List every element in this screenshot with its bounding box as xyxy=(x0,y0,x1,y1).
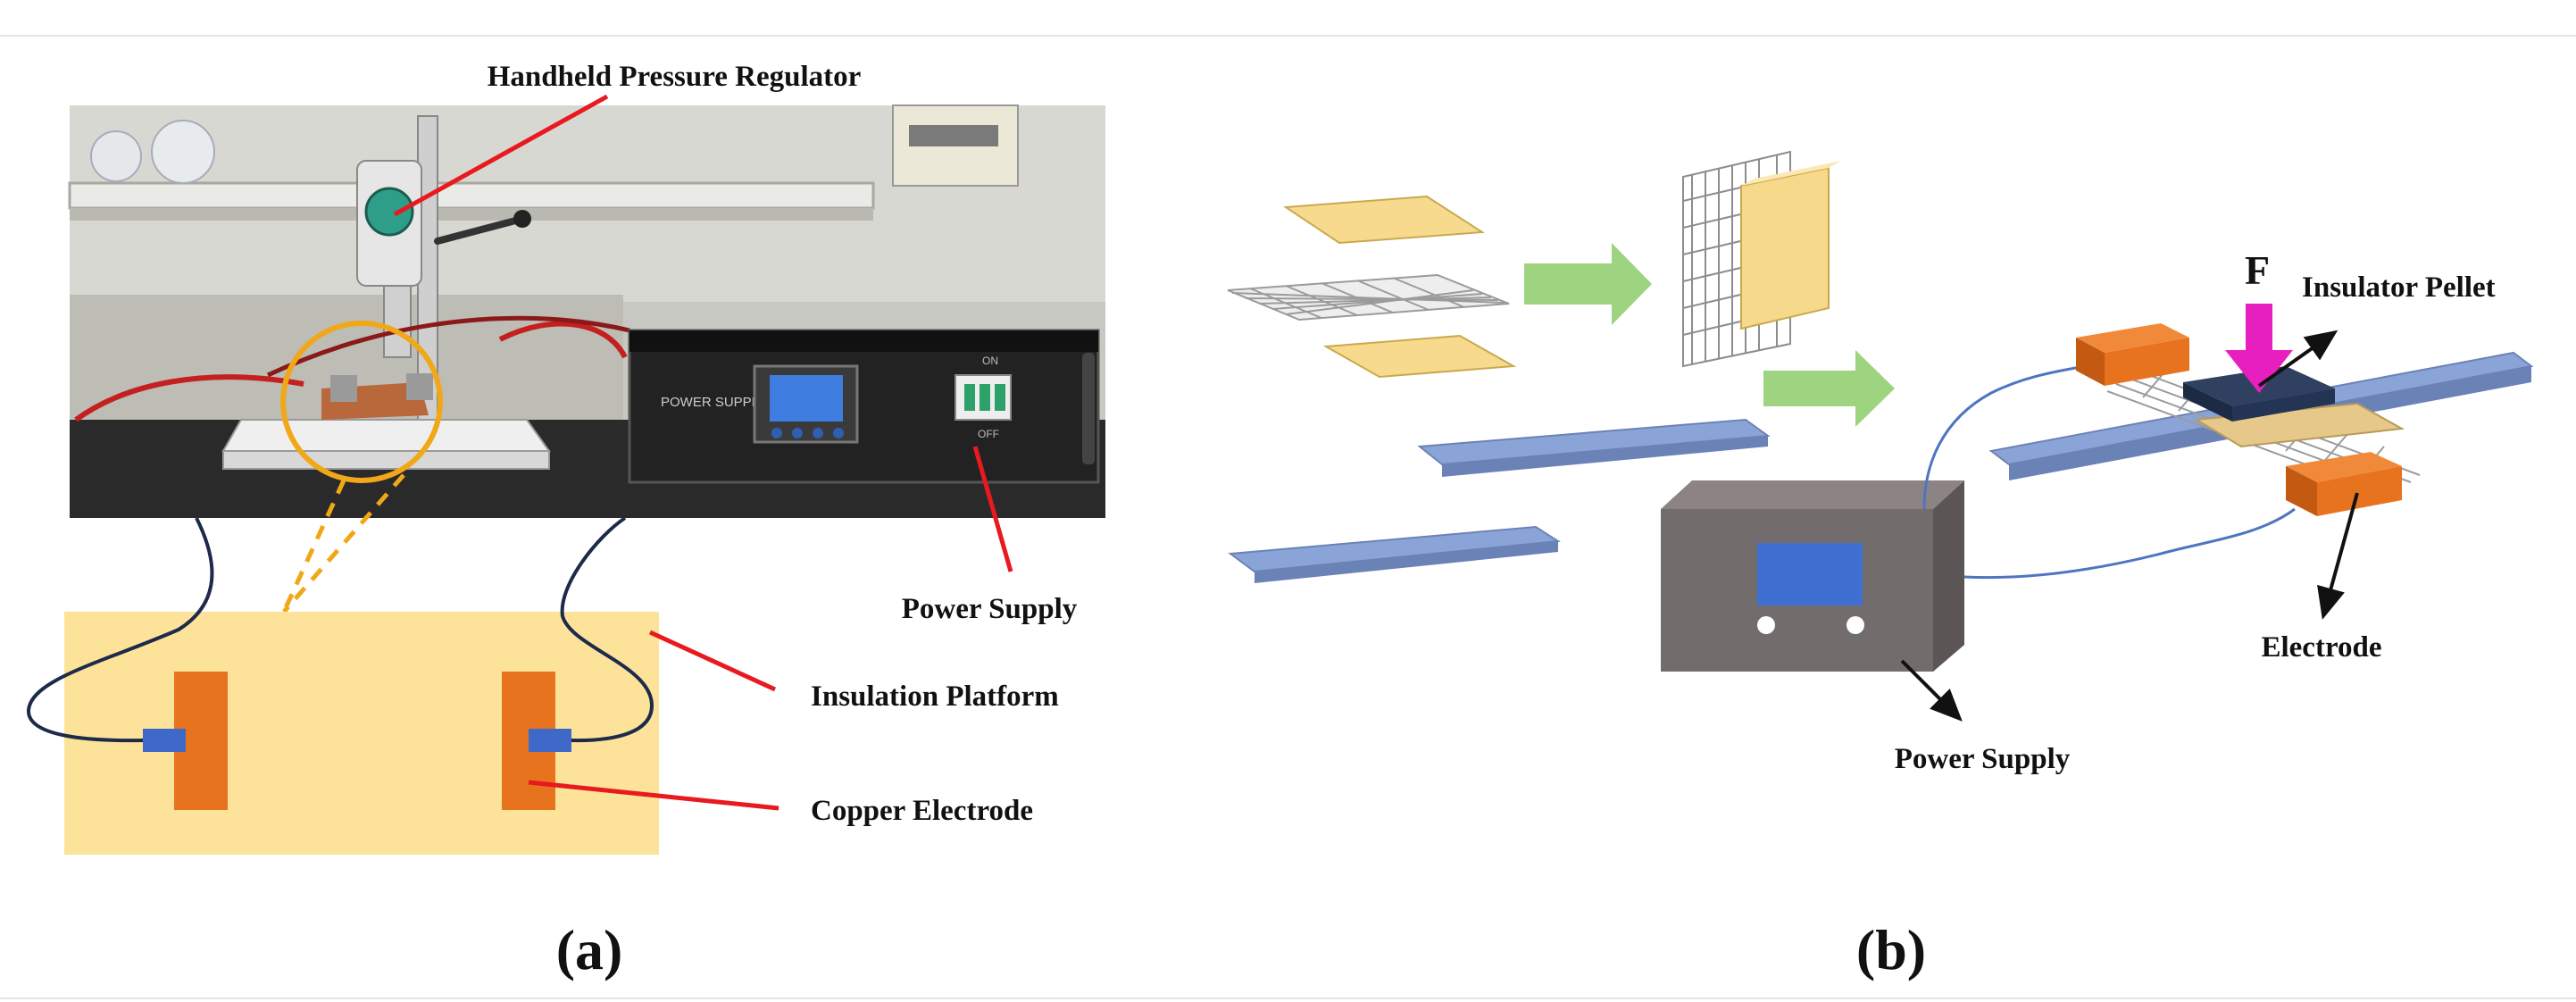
process-arrow-2 xyxy=(1763,350,1895,427)
callout-regulator xyxy=(393,94,609,217)
process-arrow-1 xyxy=(1524,243,1652,325)
wire-right xyxy=(560,516,654,743)
connector-right xyxy=(529,729,571,752)
label-power-supply-b: Power Supply xyxy=(1895,743,2071,775)
knob-right xyxy=(1847,616,1864,634)
highlight-circle xyxy=(280,321,443,483)
mesh-strip xyxy=(1227,273,1510,321)
callout-power-supply xyxy=(972,446,1013,572)
copper-block-top xyxy=(2076,323,2189,386)
caption-b: (b) xyxy=(1856,918,1926,981)
knob-left xyxy=(1757,616,1775,634)
power-supply-photo: POWER SUPPLY ON OFF xyxy=(628,329,1100,484)
label-copper-electrode: Copper Electrode xyxy=(811,795,1033,827)
projection-line xyxy=(282,473,405,614)
switch-off-text: OFF xyxy=(978,428,999,440)
label-power-supply-a: Power Supply xyxy=(902,593,1078,625)
switch-on-text: ON xyxy=(982,355,998,367)
label-force: F xyxy=(2245,247,2270,293)
arrow-pellet xyxy=(2257,330,2338,388)
callout-electrode xyxy=(528,780,779,811)
device-panel-text: POWER SUPPLY xyxy=(661,395,767,410)
power-supply-box xyxy=(1661,480,1964,672)
caption-a: (a) xyxy=(556,918,623,981)
copper-block-bottom xyxy=(2286,452,2402,516)
wire-left xyxy=(26,517,214,743)
force-arrow xyxy=(2225,304,2293,393)
label-insulation-platform: Insulation Platform xyxy=(811,681,1059,713)
wire-b-top xyxy=(1922,364,2086,510)
arrow-electrode xyxy=(2317,492,2359,620)
callout-platform xyxy=(648,630,777,692)
label-electrode-b: Electrode xyxy=(2261,631,2381,664)
arrow-power-supply xyxy=(1900,659,1963,722)
electrode-bar-top-side xyxy=(1442,436,1768,477)
lab-photo: POWER SUPPLY ON OFF xyxy=(68,104,1105,518)
label-pressure-regulator: Handheld Pressure Regulator xyxy=(488,61,862,93)
powder-square-top xyxy=(1283,195,1486,245)
connector-left xyxy=(143,729,186,752)
wire-b-bottom xyxy=(1963,507,2296,580)
power-supply-screen xyxy=(1757,543,1863,605)
panel-b: F Insulator Pellet Electrode Power Suppl… xyxy=(1227,150,2534,981)
panel-a: POWER SUPPLY ON OFF xyxy=(26,61,1105,981)
label-insulator-pellet: Insulator Pellet xyxy=(2302,271,2496,304)
mesh-assembly xyxy=(1682,150,1841,368)
powder-square-bottom xyxy=(1322,334,1517,379)
electrode-bar-bottom-side xyxy=(1255,541,1558,583)
gauge-dial xyxy=(364,187,414,237)
